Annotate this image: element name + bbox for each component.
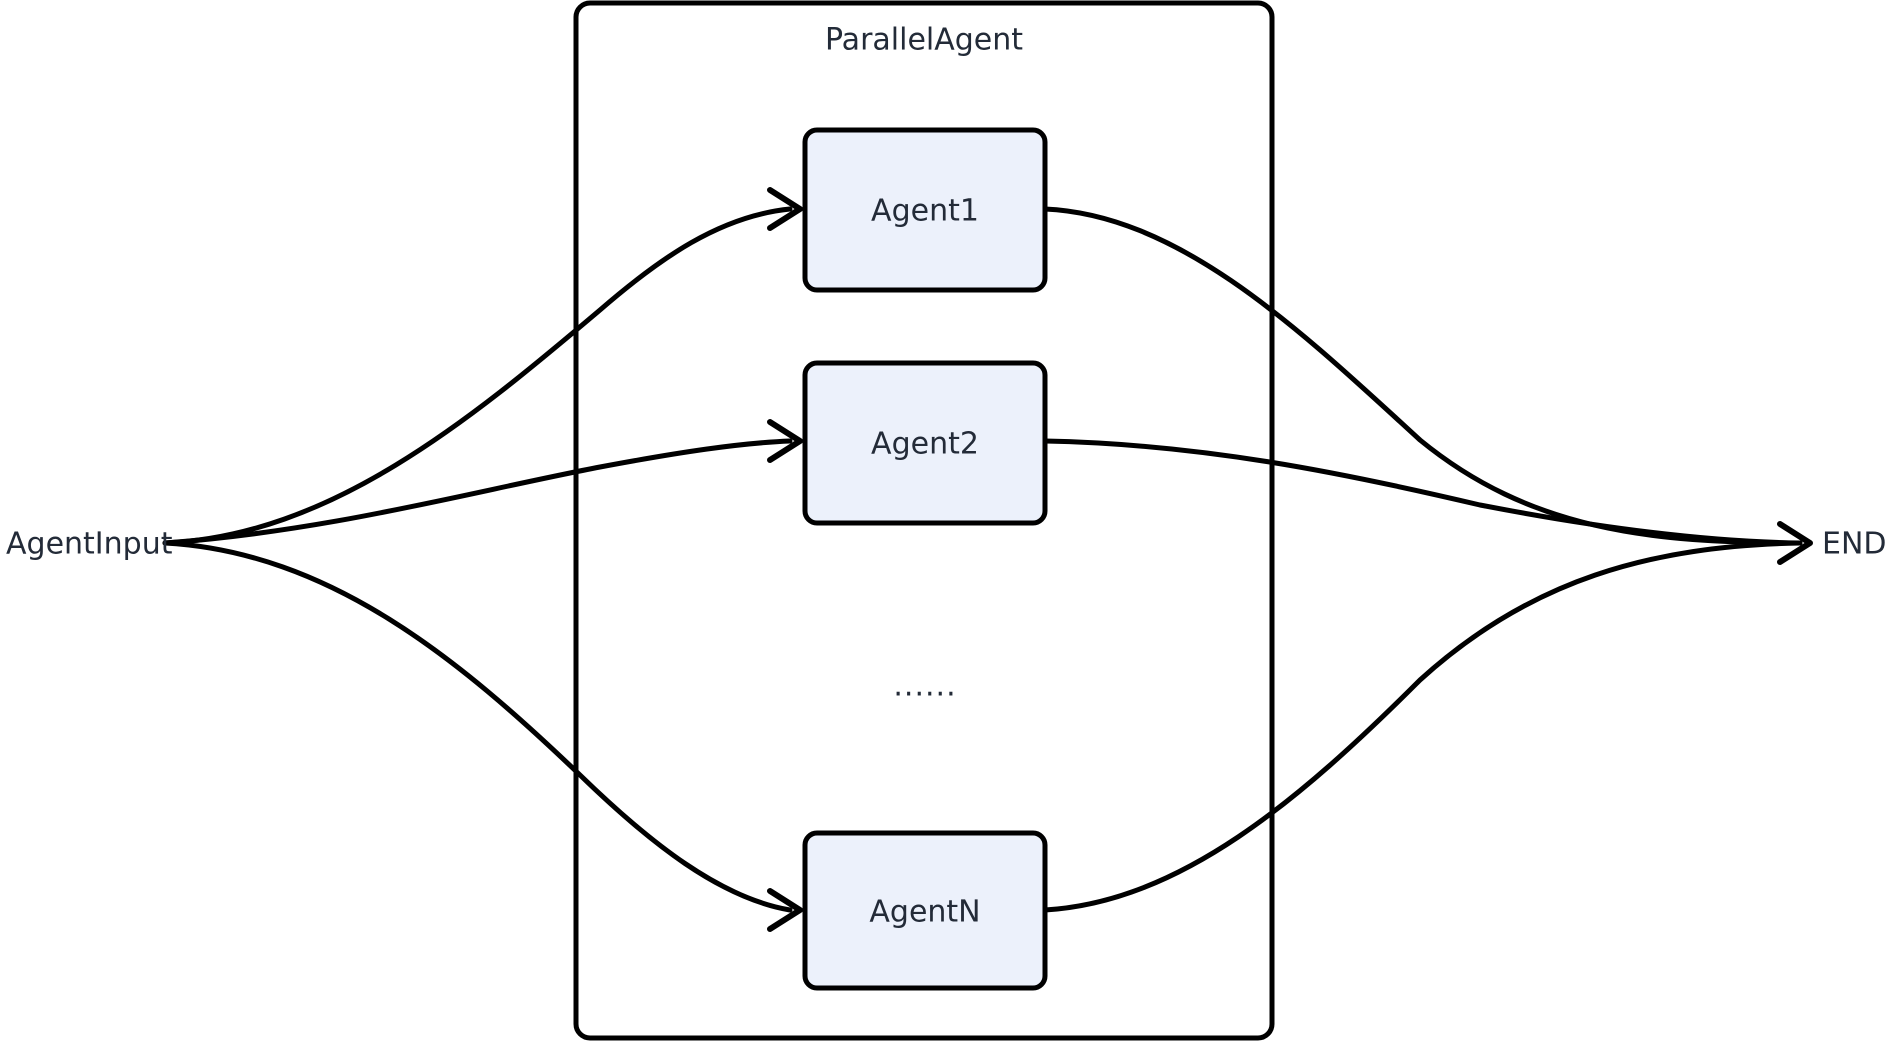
arrowhead-agent1-in <box>767 187 803 231</box>
agent1-box <box>802 127 1048 293</box>
edges-end-fanin <box>1042 206 1803 913</box>
agentn-box <box>802 830 1048 991</box>
agent-node-agentn[interactable]: AgentN <box>802 830 1048 991</box>
edge-agent2-to-end[interactable] <box>1042 438 1803 546</box>
agentn-label: AgentN <box>869 895 980 930</box>
end-label: END <box>1822 527 1887 562</box>
edge-input-to-agentn[interactable] <box>162 540 793 913</box>
ellipsis-label: ...... <box>893 669 956 704</box>
agent-input-label: AgentInput <box>6 527 173 562</box>
edge-agentn-to-end[interactable] <box>1042 540 1803 913</box>
parallel-agent-group-title: ParallelAgent <box>825 23 1023 58</box>
end-node[interactable]: END <box>1822 527 1887 562</box>
edges-input-fanout <box>162 206 793 913</box>
edge-input-to-agent1[interactable] <box>162 206 793 546</box>
edge-input-to-agent2[interactable] <box>162 438 793 546</box>
agent1-label: Agent1 <box>871 194 979 229</box>
parallel-agent-group[interactable]: ParallelAgent <box>573 0 1275 1041</box>
agent-node-agent2[interactable]: Agent2 <box>802 360 1048 526</box>
parallel-agent-group-border <box>573 0 1275 1041</box>
arrowhead-end-in <box>1777 521 1813 565</box>
agent-node-agent1[interactable]: Agent1 <box>802 127 1048 293</box>
agent-input-node[interactable]: AgentInput <box>6 527 173 562</box>
arrowhead-agentn-in <box>767 888 803 932</box>
edge-agent1-to-end[interactable] <box>1042 206 1803 546</box>
arrowheads <box>767 187 1813 932</box>
agent2-box <box>802 360 1048 526</box>
agent2-label: Agent2 <box>871 427 979 462</box>
arrowhead-agent2-in <box>767 419 803 463</box>
